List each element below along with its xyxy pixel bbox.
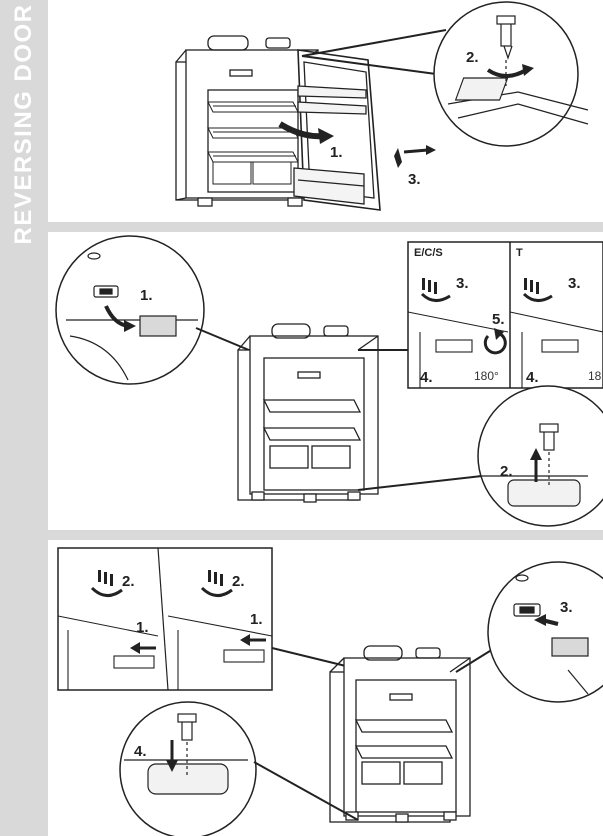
panel-2-t-rotation: 18 [588, 369, 602, 383]
panel-3-step-3: 3. [560, 599, 573, 616]
panel-2-es-step-4: 4. [420, 369, 433, 386]
panel-3: 2. 2. 1. 1. [48, 540, 603, 836]
panel-2-t-step-4: 4. [526, 369, 539, 386]
panel-2-es-step-3: 3. [456, 275, 469, 292]
panel-2-step-1: 1. [140, 287, 153, 304]
divider-1 [48, 222, 603, 232]
panel-2-illustration: 1. E/C/S T [55, 235, 603, 527]
panel-3-step-4: 4. [134, 743, 147, 760]
panel-2-step-2: 2. [500, 463, 513, 480]
panel-3-left-step-1: 1. [136, 619, 149, 636]
panel-1-step-3: 3. [408, 171, 421, 188]
panel-1-step-2: 2. [466, 49, 479, 66]
divider-2 [48, 530, 603, 540]
panel-2-variant-es-label: E/C/S [414, 247, 443, 259]
panel-2-t-step-3: 3. [568, 275, 581, 292]
panel-3-left-step-2: 2. [122, 573, 135, 590]
panel-3-right-step-2: 2. [232, 573, 245, 590]
panel-3-right-step-1: 1. [250, 611, 263, 628]
panel-1: 1. 3. 2. [48, 0, 603, 222]
sidebar-title: REVERSING DOOR [10, 3, 37, 245]
panel-2: 1. E/C/S T [48, 232, 603, 530]
panel-2-variant-t-label: T [516, 247, 523, 259]
panel-2-es-rotation: 180° [474, 369, 499, 383]
panel-3-illustration: 2. 2. 1. 1. [57, 547, 603, 836]
panel-1-step-1: 1. [330, 144, 343, 161]
panel-1-illustration: 1. 3. 2. [175, 1, 589, 211]
panel-2-es-step-5: 5. [492, 311, 505, 328]
sidebar: REVERSING DOOR [0, 0, 48, 836]
